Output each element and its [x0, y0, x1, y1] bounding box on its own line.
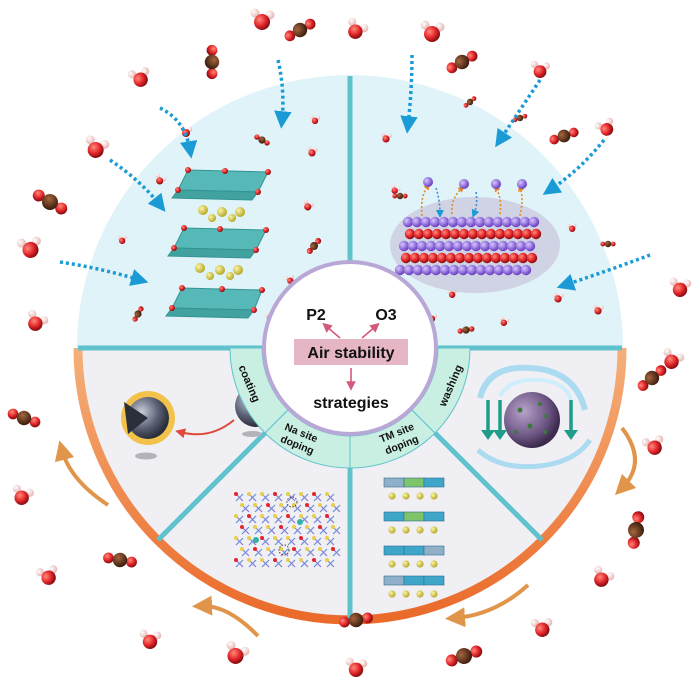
co2-molecule-icon [549, 127, 579, 145]
co2-molecule-icon [7, 408, 41, 428]
water-molecule-icon [16, 236, 41, 258]
curved-arrow-icon [192, 595, 260, 638]
water-molecule-icon [156, 173, 167, 185]
tm-site-doping-layers [383, 477, 445, 598]
water-molecule-icon [85, 135, 110, 158]
co2-molecule-icon [204, 44, 220, 80]
strategy-label-bands [229, 347, 471, 469]
water-molecule-icon [306, 146, 318, 157]
na-site-doping-lattice [234, 492, 341, 568]
water-molecule-icon [499, 316, 510, 326]
water-molecule-icon [348, 17, 369, 39]
water-molecule-icon [641, 435, 664, 455]
curved-arrow-icon [445, 583, 530, 628]
dashed-arrow-icon [59, 260, 149, 286]
water-molecule-icon [530, 618, 553, 637]
co2-molecule-icon [445, 645, 483, 667]
o3-slab-structure [390, 177, 560, 293]
co2-molecule-icon [457, 326, 475, 334]
water-molecule-icon [226, 640, 250, 664]
co2-molecule-icon [339, 612, 373, 628]
dashed-arrow-icon [400, 54, 418, 134]
dashed-arrow-icon [274, 59, 292, 129]
dashed-arrow-icon [556, 253, 651, 291]
water-molecule-icon [663, 348, 685, 369]
water-molecule-icon [127, 67, 150, 87]
water-molecule-icon [420, 20, 445, 42]
water-molecule-icon [12, 484, 34, 505]
dashed-arrow-icon [542, 138, 606, 195]
co2-molecule-icon [637, 365, 667, 391]
water-molecule-icon [380, 132, 392, 143]
co2-molecule-icon [284, 18, 316, 42]
co2-molecule-icon [254, 134, 270, 146]
water-molecule-icon [139, 629, 162, 649]
water-molecule-icon [594, 117, 614, 136]
recovery-arrows [54, 426, 637, 638]
co2-molecule-icon [32, 189, 68, 215]
water-molecule-icon [116, 235, 127, 244]
water-molecule-icon [592, 304, 604, 315]
water-molecule-icon [530, 60, 550, 78]
water-molecule-icon [28, 309, 49, 331]
curved-arrow-icon [614, 426, 637, 496]
water-molecule-icon [250, 8, 275, 30]
center-hub: P2 O3 Air stability strategies [262, 260, 438, 436]
co2-molecule-icon [132, 306, 144, 322]
water-molecule-icon [310, 115, 320, 124]
phase-label-p2: P2 [306, 307, 326, 324]
dashed-arrow-icon [159, 106, 198, 159]
moisture-arrows [59, 54, 651, 291]
dashed-arrow-icon [109, 158, 166, 212]
water-molecule-icon [391, 184, 401, 194]
washing-illustration [476, 364, 593, 470]
water-molecule-icon [345, 657, 368, 677]
water-molecule-icon [552, 292, 564, 303]
co2-molecule-icon [103, 552, 137, 568]
p2-layered-structure [165, 167, 271, 319]
strategies-label: strategies [313, 395, 389, 412]
curved-arrow-icon [54, 440, 110, 507]
co2-molecule-icon [627, 511, 645, 549]
co2-molecule-icon [512, 113, 528, 123]
air-stability-highlight [294, 339, 408, 365]
water-molecule-icon [594, 565, 615, 587]
co2-molecule-icon [392, 192, 408, 200]
water-molecule-icon [35, 565, 58, 585]
dashed-arrow-icon [495, 79, 542, 148]
water-molecule-icon [566, 223, 577, 232]
co2-molecule-icon [463, 96, 477, 108]
air-stability-label: Air stability [307, 345, 394, 362]
phase-label-o3: O3 [375, 307, 396, 324]
co2-molecule-icon [446, 50, 478, 74]
co2-molecule-icon [600, 240, 616, 248]
water-molecule-icon [303, 200, 315, 211]
co2-molecule-icon [306, 238, 322, 254]
water-molecule-icon [669, 277, 692, 297]
